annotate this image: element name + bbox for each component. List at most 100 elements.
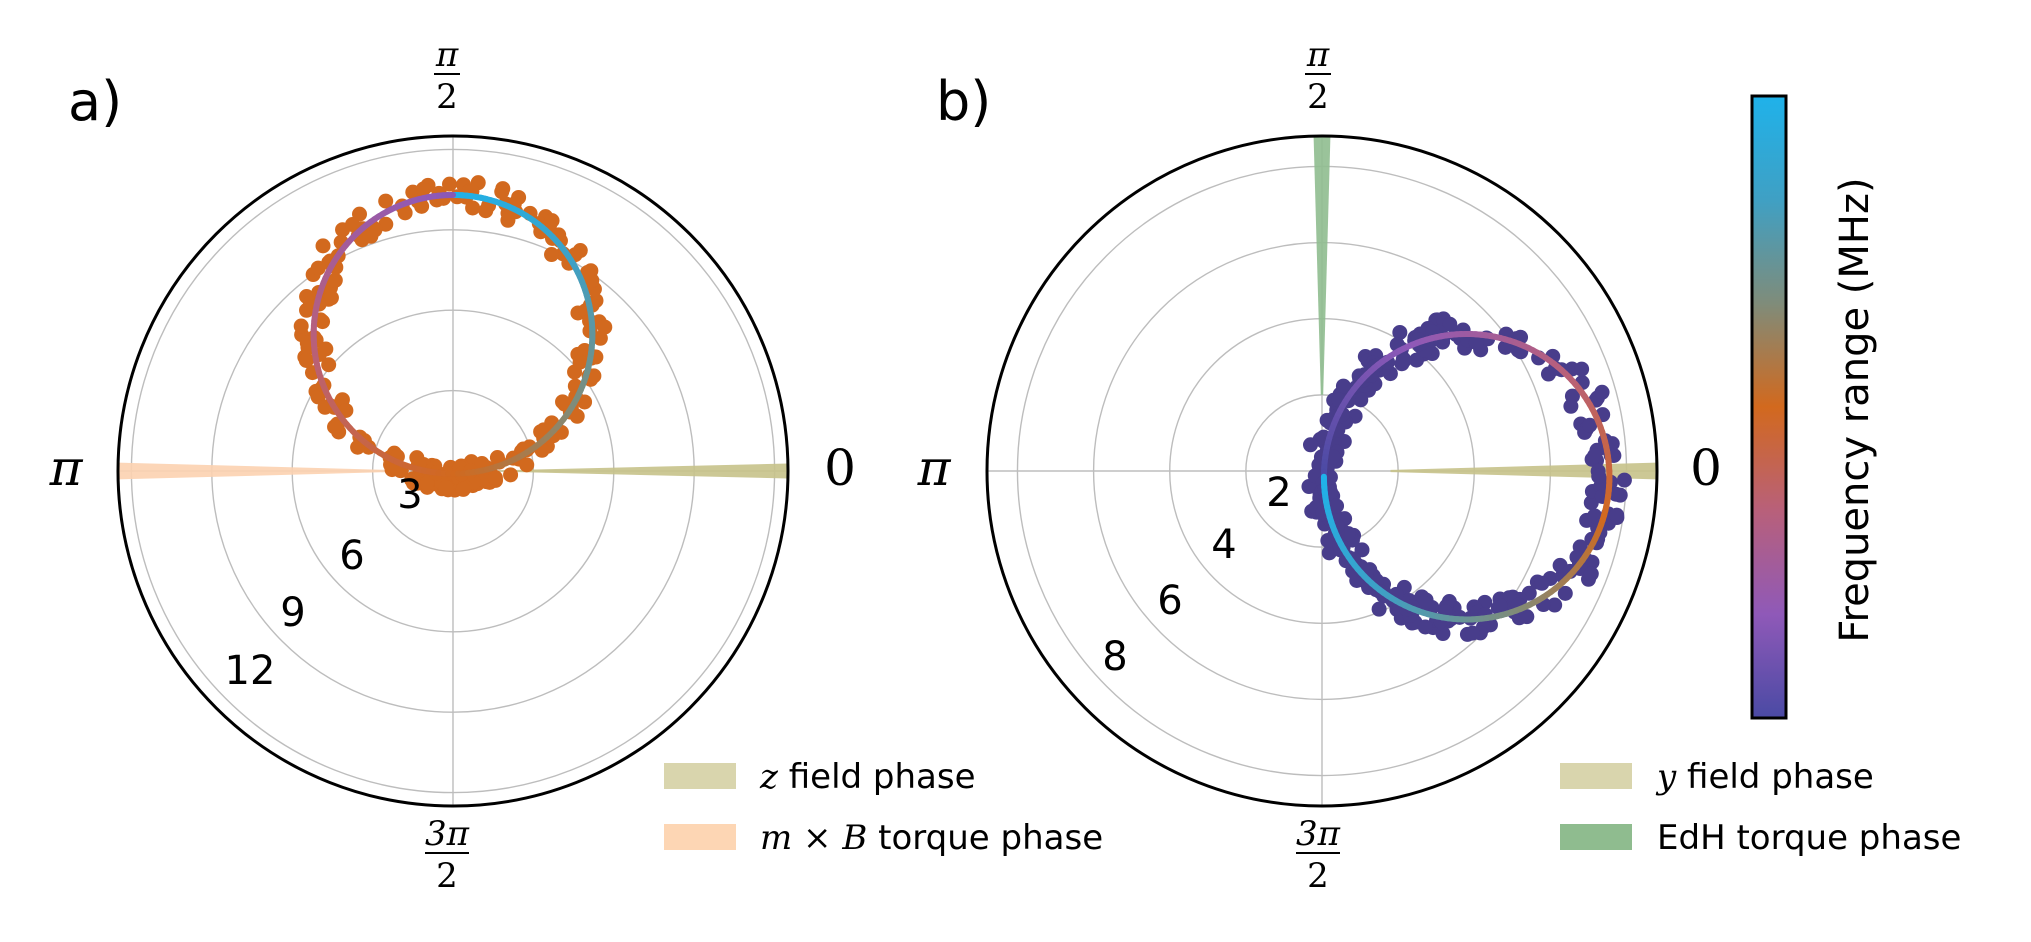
r-tick-label: 3 [397, 472, 422, 518]
data-point [1335, 378, 1351, 394]
theta-label-3pi-half-den: 2 [436, 856, 458, 896]
data-point [1302, 437, 1318, 453]
data-point [318, 341, 334, 357]
legend-math: y [1655, 757, 1677, 797]
r-tick-label: 2 [1266, 470, 1291, 516]
data-point [1497, 339, 1513, 355]
data-point [327, 272, 343, 288]
legend-swatch [1560, 763, 1632, 789]
data-point [345, 217, 361, 233]
r-tick-label: 6 [339, 533, 364, 579]
data-point [572, 354, 588, 370]
data-point [1583, 566, 1599, 582]
legend-text: EdH torque phase [1657, 818, 1961, 858]
data-point [298, 352, 314, 368]
theta-label-pi: π [917, 439, 952, 497]
data-point [580, 264, 596, 280]
data-point [494, 184, 510, 200]
data-point [1492, 598, 1508, 614]
phase-band [118, 462, 400, 480]
colorbar-label: Frequency range (MHz) [1832, 177, 1878, 642]
fit-curve [310, 191, 596, 477]
data-point [1442, 316, 1458, 332]
legend-entry: y field phase [1655, 757, 1874, 797]
data-point [1563, 398, 1579, 414]
data-point [293, 318, 309, 334]
data-point [544, 213, 560, 229]
data-point [315, 238, 331, 254]
data-point [1371, 601, 1387, 617]
data-point [1325, 449, 1341, 465]
panel-label: a) [68, 70, 122, 133]
data-point [1582, 417, 1598, 433]
theta-label-pi-half-den: 2 [436, 77, 458, 117]
data-point [327, 419, 343, 435]
legend-text: torque phase [867, 818, 1103, 858]
data-point [1587, 508, 1603, 524]
r-tick-label: 12 [225, 648, 276, 694]
fit-curve [1320, 330, 1613, 623]
phase-band [1390, 462, 1657, 480]
data-point [378, 193, 394, 209]
panel-label: b) [936, 70, 991, 133]
phase-band [1313, 136, 1331, 395]
legend-entry: m × B torque phase [760, 818, 1103, 858]
data-point [415, 181, 431, 197]
data-point [438, 479, 454, 495]
data-point [1396, 353, 1412, 369]
legend-text: field phase [1676, 757, 1874, 797]
data-point [465, 200, 481, 216]
legend-math: z [759, 757, 779, 797]
data-point [1608, 486, 1624, 502]
legend-math: m × B [760, 818, 867, 858]
data-point [478, 203, 494, 219]
data-point [1392, 324, 1408, 340]
data-point [1594, 384, 1610, 400]
data-point [597, 319, 613, 335]
data-point [1587, 448, 1603, 464]
polar-spine [985, 134, 1659, 808]
legend-entry: z field phase [759, 757, 976, 797]
data-point [1417, 619, 1433, 635]
data-point [1609, 507, 1625, 523]
data-point [1574, 361, 1590, 377]
colorbar-bar [1750, 94, 1788, 720]
legend-text: field phase [778, 757, 976, 797]
data-point [1547, 597, 1563, 613]
data-point [533, 424, 549, 440]
data-point [1583, 495, 1599, 511]
data-point [321, 357, 337, 373]
r-tick-label: 8 [1102, 634, 1127, 680]
theta-label-0: 0 [824, 439, 856, 497]
data-point [1416, 595, 1432, 611]
theta-label-pi-half-num: π [1306, 35, 1330, 75]
legend-swatch [1560, 824, 1632, 850]
theta-label-3pi-half-num: 3π [425, 814, 470, 854]
legend-swatch [664, 763, 736, 789]
data-point [1616, 472, 1632, 488]
data-point [455, 481, 471, 497]
data-point [405, 475, 421, 491]
theta-label-pi: π [49, 439, 84, 497]
data-point [1353, 392, 1369, 408]
data-point [1519, 609, 1535, 625]
data-point [592, 330, 608, 346]
data-point [1557, 585, 1573, 601]
data-point [1321, 545, 1337, 561]
data-point [555, 394, 571, 410]
data-point [503, 467, 519, 483]
data-point [569, 408, 585, 424]
theta-label-pi-half-num: π [435, 35, 459, 75]
data-point [519, 457, 535, 473]
r-tick-label: 4 [1211, 522, 1236, 568]
theta-label-0: 0 [1690, 439, 1722, 497]
data-point [323, 290, 339, 306]
data-point [1468, 335, 1484, 351]
r-tick-label: 9 [280, 590, 305, 636]
data-point [487, 470, 503, 486]
data-point [442, 176, 458, 192]
theta-label-3pi-half-num: 3π [1296, 814, 1341, 854]
legend: z field phase m × B torque phase [664, 757, 1103, 858]
